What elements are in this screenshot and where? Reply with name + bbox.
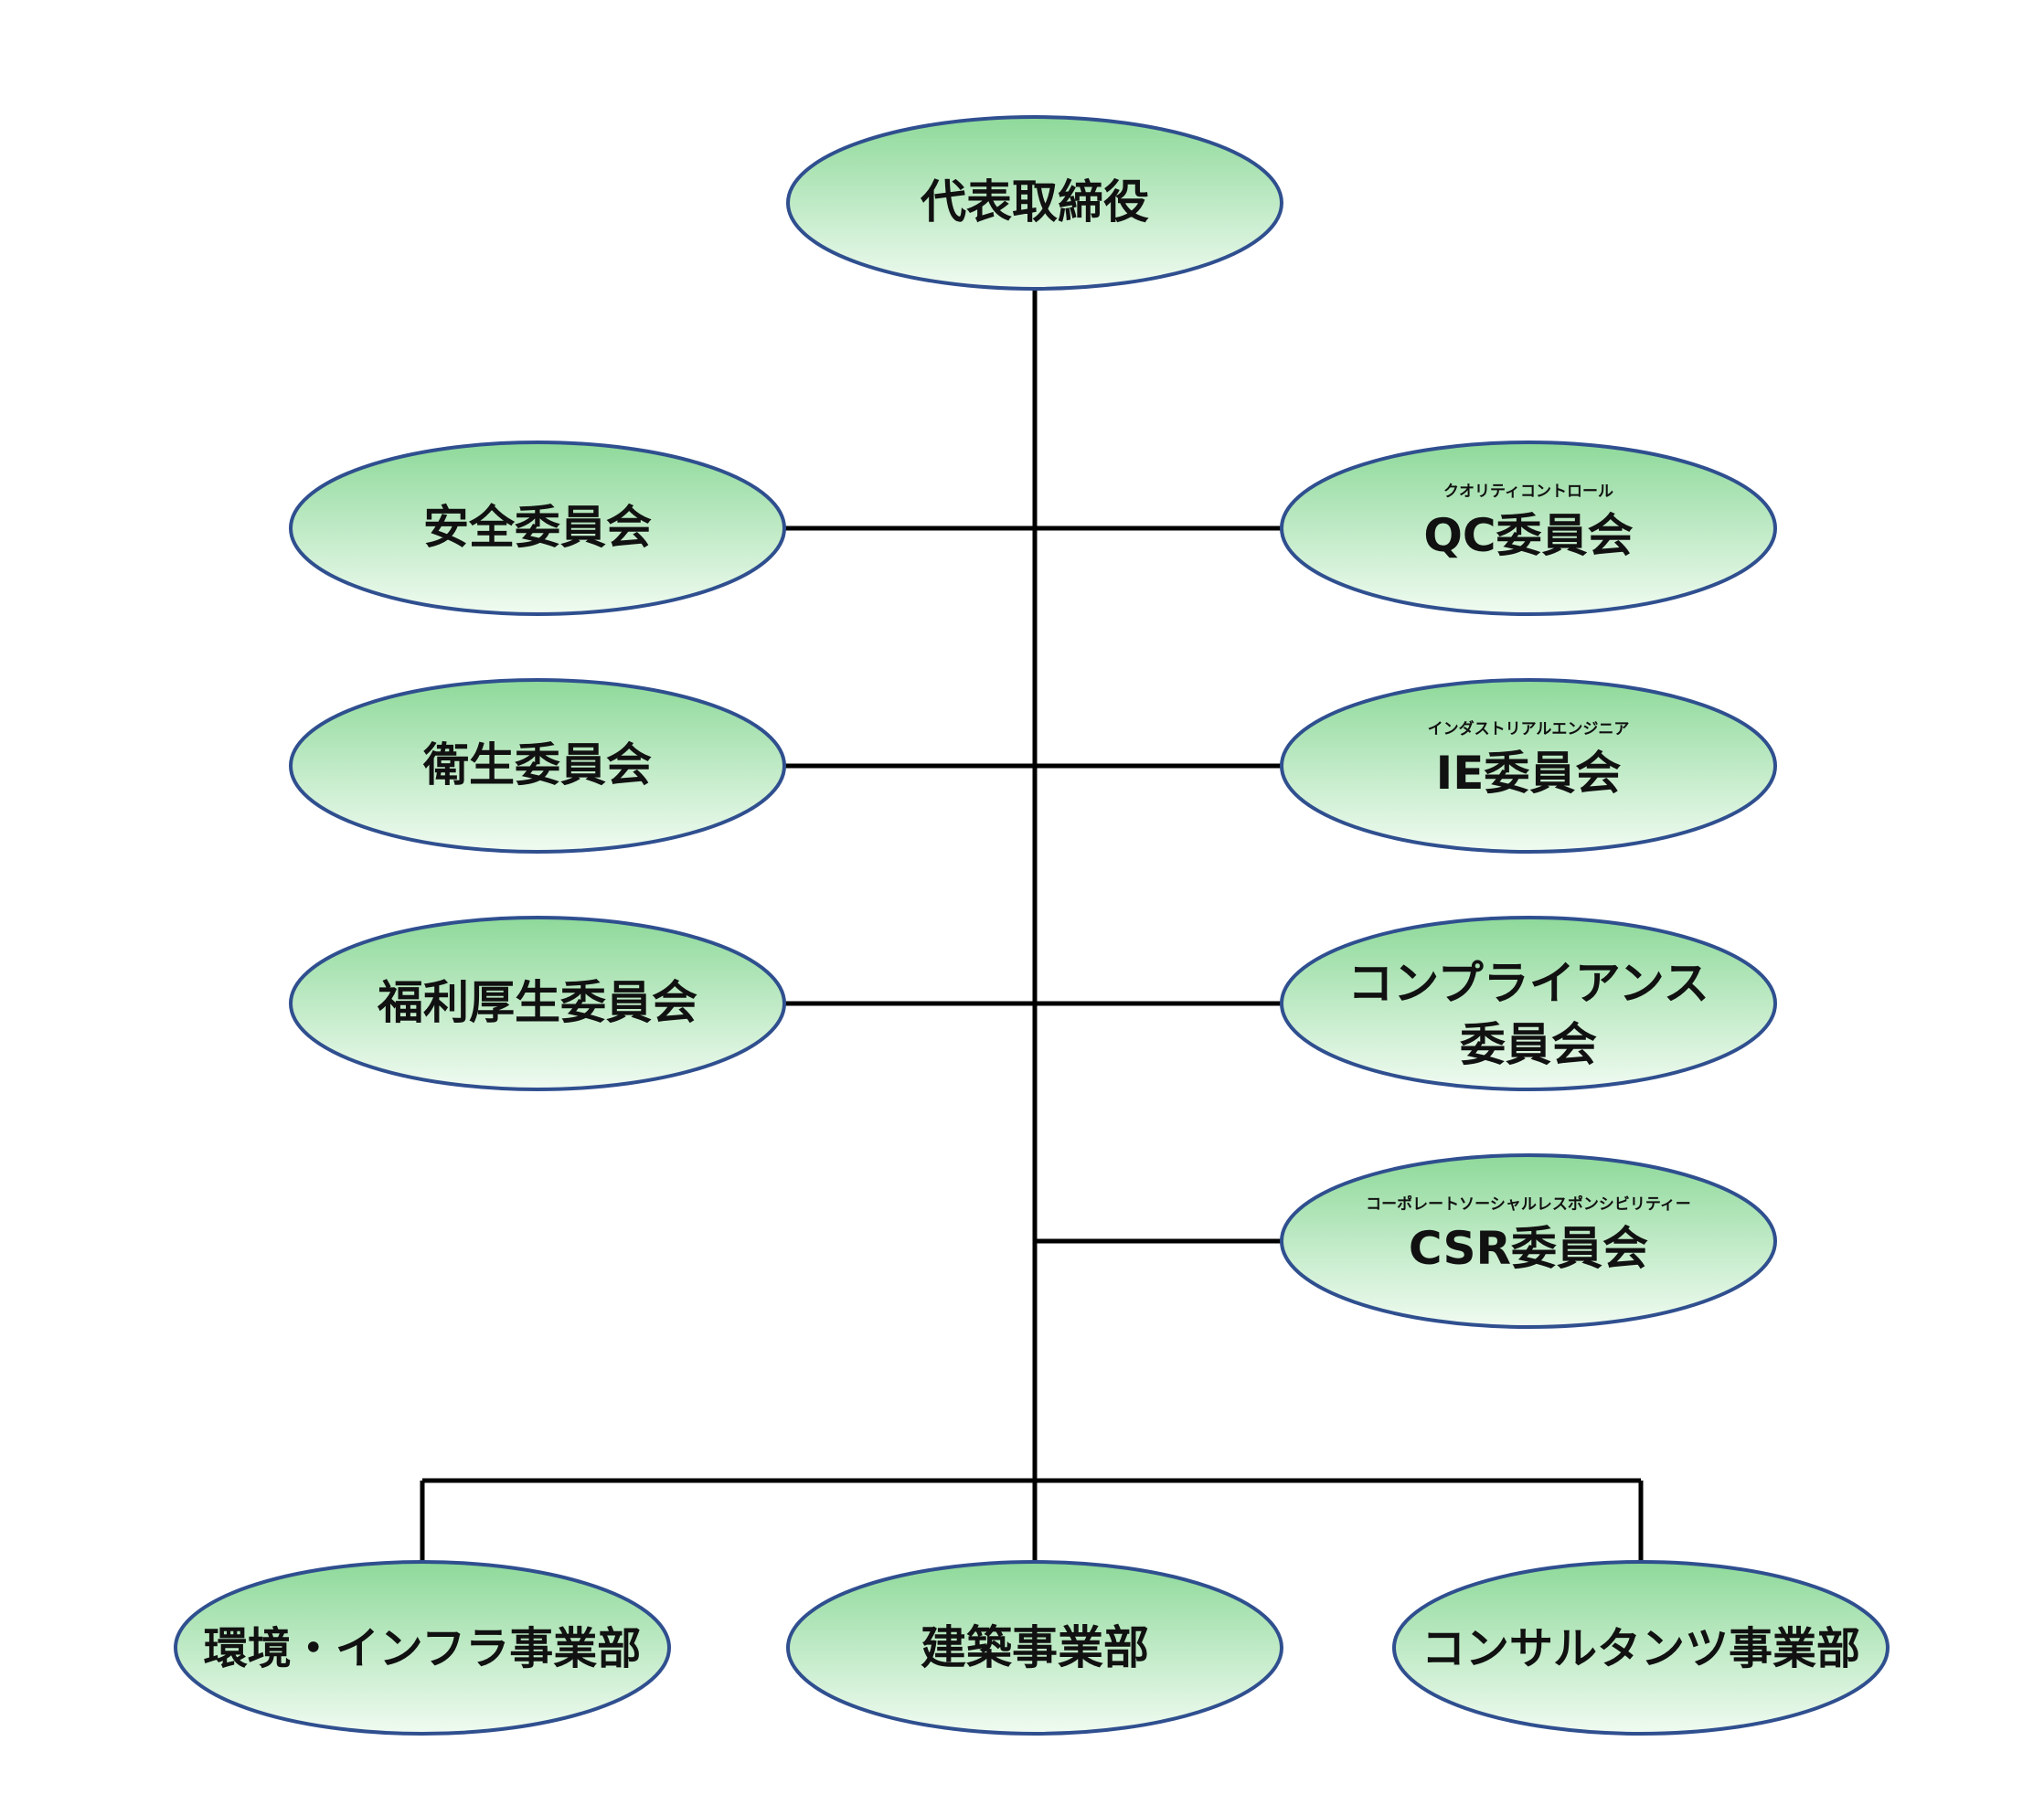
node-env-infra-shape — [174, 1560, 671, 1736]
node-consultants-label: コンサルタンツ事業部 — [1421, 1623, 1860, 1674]
node-env-infra-division: 環境・インフラ事業部 — [174, 1560, 671, 1736]
node-welfare-committee: 福利厚生委員会 — [289, 916, 786, 1091]
node-safety-committee: 安全委員会 — [289, 441, 786, 616]
node-qc-committee: クオリティコントロール QC委員会 — [1280, 441, 1777, 616]
node-safety-label: 安全委員会 — [423, 501, 652, 554]
node-ie-ruby: インダストリアルエンジニア — [1428, 719, 1630, 738]
node-ie-shape — [1280, 678, 1777, 854]
node-compliance-label-line2: 委員会 — [1460, 1018, 1597, 1071]
node-welfare-label: 福利厚生委員会 — [377, 976, 697, 1029]
node-president: 代表取締役 — [786, 115, 1283, 291]
node-health-committee: 衛生委員会 — [289, 678, 786, 854]
node-csr-committee: コーポレートソーシャルレスポンシビリティー CSR委員会 — [1280, 1153, 1777, 1329]
connector-lines — [420, 288, 1644, 1565]
node-health-label: 衛生委員会 — [422, 738, 652, 791]
node-construction-division: 建築事業部 — [786, 1560, 1283, 1736]
node-health-shape — [289, 678, 786, 854]
node-construction-shape — [786, 1560, 1283, 1736]
node-qc-label: QC委員会 — [1423, 509, 1633, 562]
node-qc-ruby: クオリティコントロール — [1443, 483, 1613, 501]
node-welfare-shape — [289, 916, 786, 1091]
node-safety-shape — [289, 441, 786, 616]
node-president-label: 代表取締役 — [920, 175, 1149, 228]
node-ie-label: IE委員会 — [1436, 747, 1622, 800]
node-ie-committee: インダストリアルエンジニア IE委員会 — [1280, 678, 1777, 854]
node-president-shape — [786, 115, 1283, 291]
node-env-infra-label: 環境・インフラ事業部 — [204, 1623, 642, 1674]
node-construction-label: 建築事業部 — [921, 1621, 1149, 1674]
node-compliance-label-line1: コンプライアンス — [1347, 957, 1709, 1010]
node-compliance-shape — [1280, 916, 1777, 1091]
node-csr-ruby: コーポレートソーシャルレスポンシビリティー — [1366, 1194, 1691, 1214]
node-consultants-shape — [1392, 1560, 1890, 1736]
node-consultants-division: コンサルタンツ事業部 — [1392, 1560, 1890, 1736]
node-csr-shape — [1280, 1153, 1777, 1329]
node-qc-shape — [1280, 441, 1777, 616]
node-compliance-committee: コンプライアンス 委員会 — [1280, 916, 1777, 1091]
node-csr-label: CSR委員会 — [1409, 1222, 1648, 1275]
